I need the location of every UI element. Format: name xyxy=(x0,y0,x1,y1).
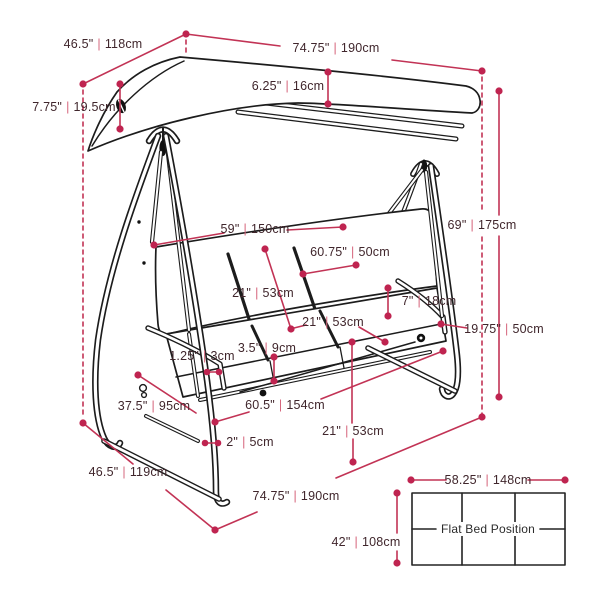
canopy xyxy=(87,56,482,152)
dim-label-seat-thickness: 3.5"|9cm xyxy=(237,340,297,355)
dim-label-base-depth: 46.5"|119cm xyxy=(88,464,168,479)
dim-label-armrest-height: 7"|18cm xyxy=(401,293,457,308)
dim-label-tube-diameter: 2"|5cm xyxy=(226,434,274,449)
dim-label-seat-height: 21"|53cm xyxy=(322,423,384,438)
dim-label-seat-side: 19.75"|50cm xyxy=(464,321,544,336)
dim-label-canopy-width: 74.75"|190cm xyxy=(292,40,380,55)
dim-label-canopy-thickness: 6.25"|16cm xyxy=(251,78,325,93)
dim-label-backrest-height: 21"|53cm xyxy=(232,285,294,300)
dim-label-canopy-side-depth: 46.5"|118cm xyxy=(63,36,143,51)
dim-label-seat-length: 60.5"|154cm xyxy=(245,397,325,412)
dim-label-flatbed-width: 58.25"|148cm xyxy=(444,472,532,487)
dim-label-bench-width: 59"|150cm xyxy=(220,221,290,236)
dimension-lines xyxy=(82,33,566,564)
left-armrest xyxy=(145,325,227,391)
dim-label-backrest-width: 60.75"|50cm xyxy=(310,244,390,259)
dimension-dots xyxy=(79,30,569,567)
dim-label-seat-depth: 21"|53cm xyxy=(302,314,364,329)
dim-label-base-side-rail: 37.5"|95cm xyxy=(117,398,191,413)
dim-label-base-width: 74.75"|190cm xyxy=(252,488,340,503)
flat-bed-position-label: Flat Bed Position xyxy=(436,522,540,536)
backrest xyxy=(154,208,438,336)
suspension-bars xyxy=(149,149,445,333)
dim-label-overall-height: 69"|175cm xyxy=(447,217,517,232)
dim-label-flatbed-height: 42"|108cm xyxy=(331,534,401,549)
dim-label-frame-gap: 1.25"|3cm xyxy=(169,348,235,363)
dim-label-canopy-edge-drop: 7.75"|19.5cm xyxy=(32,99,116,114)
